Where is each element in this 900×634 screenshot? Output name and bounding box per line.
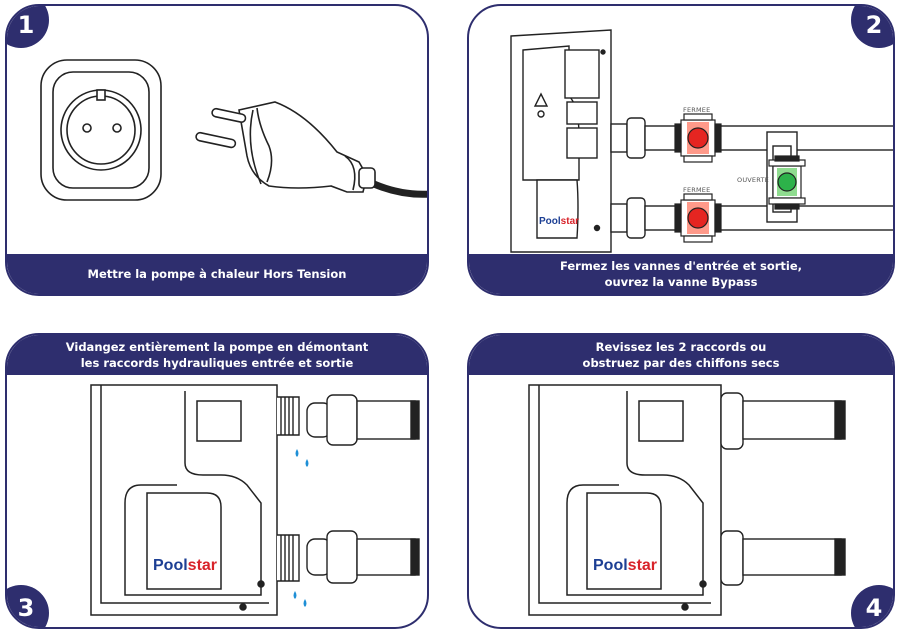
caption-line: Vidangez entièrement la pompe en démonta…	[65, 340, 369, 354]
panel-4: Poolstar Revissez les 2 raccords ou obst…	[467, 333, 895, 629]
draining-illustration	[90, 384, 420, 616]
logo-part2: star	[560, 216, 580, 227]
reassembly-illustration	[528, 384, 846, 616]
caption-line: Fermez les vannes d'entrée et sortie,	[559, 259, 803, 273]
fittings-bottom	[720, 530, 846, 586]
logo-part1: Pool	[153, 557, 188, 574]
fittings-top	[720, 392, 846, 450]
fittings-bottom	[277, 530, 420, 584]
brand-logo: Poolstar	[153, 557, 217, 575]
caption-1: Mettre la pompe à chaleur Hors Tension	[7, 254, 427, 294]
logo-part1: Pool	[539, 216, 561, 227]
water-drop-icon	[293, 449, 309, 607]
socket-and-plug-illustration	[40, 59, 427, 201]
caption-2: Fermez les vannes d'entrée et sortie, ou…	[469, 254, 893, 294]
logo-part2: star	[627, 557, 658, 574]
valve-icon	[674, 113, 722, 163]
heat-pump-icon	[528, 384, 722, 616]
brand-logo: Poolstar	[593, 557, 657, 575]
valve-label-top: FERMEE	[683, 106, 711, 114]
caption-4: Revissez les 2 raccords ou obstruez par …	[469, 335, 893, 375]
caption-line: obstruez par des chiffons secs	[582, 356, 780, 370]
fittings-top	[277, 394, 420, 446]
caption-line: les raccords hydrauliques entrée et sort…	[80, 356, 354, 370]
caption-3: Vidangez entièrement la pompe en démonta…	[7, 335, 427, 375]
logo-part1: Pool	[593, 557, 628, 574]
valve-icon	[768, 155, 806, 210]
panel-3: Poolstar Vidangez entièrement la pompe e…	[5, 333, 429, 629]
logo-part2: star	[187, 557, 218, 574]
valves-illustration	[510, 29, 893, 253]
wall-socket-icon	[40, 59, 162, 201]
caption-line: Revissez les 2 raccords ou	[595, 340, 767, 354]
valve-label-bottom: FERMEE	[683, 186, 711, 194]
heat-pump-icon	[510, 29, 612, 253]
valve-icon	[674, 193, 722, 243]
step-number-1: 1	[7, 6, 49, 48]
caption-line: Mettre la pompe à chaleur Hors Tension	[87, 267, 347, 281]
heat-pump-icon	[90, 384, 278, 616]
power-plug-icon	[195, 101, 427, 198]
brand-logo: Poolstar	[539, 216, 579, 227]
valve-label-bypass: OUVERTE	[737, 176, 769, 184]
panel-2: FERMEE FERMEE OUVERTE Poolstar Fermez le…	[467, 4, 895, 296]
caption-line: ouvrez la vanne Bypass	[604, 275, 758, 289]
panel-1: Mettre la pompe à chaleur Hors Tension 1	[5, 4, 429, 296]
